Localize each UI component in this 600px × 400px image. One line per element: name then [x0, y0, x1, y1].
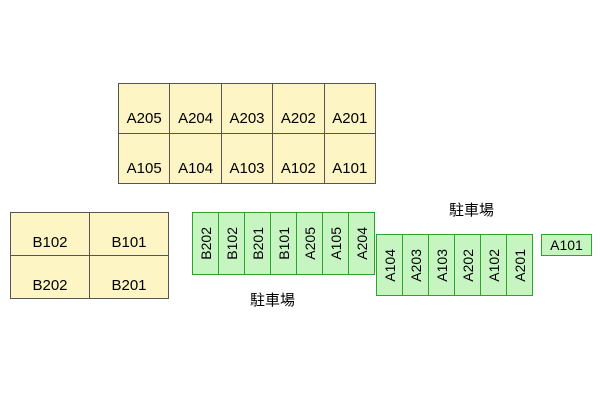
parking-space: A203: [403, 235, 429, 295]
parking-row-1: B202 B102 B201 B101 A205 A105 A204: [192, 212, 375, 275]
building-b: B102 B101 B202 B201: [10, 212, 169, 299]
unit-cell: A104: [170, 134, 221, 183]
parking-space-label: A103: [433, 248, 450, 282]
parking-space: A102: [481, 235, 507, 295]
parking-space-label: A202: [459, 248, 476, 282]
parking-space: B101: [271, 213, 297, 274]
unit-cell: A105: [119, 134, 170, 183]
parking-space-label: A102: [485, 248, 502, 282]
parking-space: B201: [245, 213, 271, 274]
unit-cell: B102: [11, 213, 89, 255]
unit-cell: A103: [221, 134, 273, 183]
parking-space: A204: [349, 213, 374, 274]
unit-cell: B101: [90, 213, 168, 255]
parking-space: A205: [297, 213, 323, 274]
parking-lot-label: 駐車場: [449, 202, 495, 219]
parking-space-label: A201: [511, 248, 528, 282]
unit-cell: A204: [170, 84, 221, 133]
parking-space-label: B101: [275, 227, 292, 260]
unit-cell: A202: [273, 84, 324, 133]
parking-space: A201: [507, 235, 532, 295]
parking-space-label: A204: [353, 227, 370, 260]
parking-space: A103: [429, 235, 455, 295]
parking-space-label: B202: [197, 227, 214, 260]
unit-cell: B202: [11, 256, 89, 298]
parking-space-label: B201: [249, 227, 266, 260]
parking-space-label: A203: [407, 248, 424, 282]
parking-space: A104: [377, 235, 403, 295]
unit-cell: A205: [119, 84, 170, 133]
building-a: A205 A204 A203 A202 A201 A105 A104 A103 …: [118, 83, 376, 184]
parking-space-label: A105: [327, 227, 344, 260]
unit-cell: A102: [273, 134, 324, 183]
parking-space-single: A101: [541, 234, 592, 256]
parking-space-label: A104: [381, 248, 398, 282]
parking-space: B202: [193, 213, 219, 274]
parking-space: A202: [455, 235, 481, 295]
unit-cell: B201: [90, 256, 168, 298]
unit-cell: A201: [324, 84, 375, 133]
unit-cell: A203: [221, 84, 273, 133]
parking-space-label: A205: [301, 227, 318, 260]
parking-row-2: A104 A203 A103 A202 A102 A201: [376, 234, 533, 296]
parking-space-label: B102: [223, 227, 240, 260]
parking-space: A105: [323, 213, 349, 274]
unit-cell: A101: [324, 134, 375, 183]
parking-lot-label: 駐車場: [250, 292, 296, 309]
parking-space: B102: [219, 213, 245, 274]
